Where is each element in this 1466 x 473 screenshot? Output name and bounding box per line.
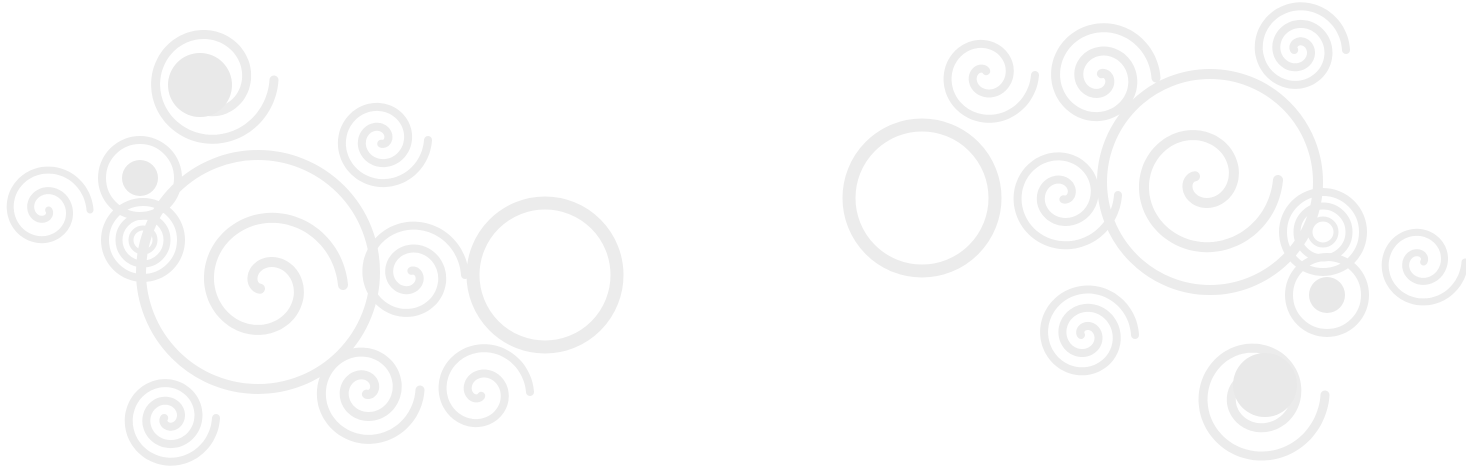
spiral bbox=[337, 102, 432, 188]
swirl-ring bbox=[1285, 253, 1369, 337]
spiral bbox=[316, 347, 425, 444]
swirl-dot bbox=[122, 160, 158, 196]
spiral bbox=[362, 221, 469, 317]
spiral bbox=[1139, 130, 1283, 253]
spiral bbox=[438, 344, 534, 428]
swirl-dot bbox=[1233, 353, 1297, 417]
spiral bbox=[1254, 2, 1350, 89]
plain-ring bbox=[466, 196, 624, 354]
spiral bbox=[204, 212, 348, 335]
large-swirl-ring bbox=[1097, 69, 1323, 295]
right-swirl-cluster bbox=[842, 2, 1466, 461]
large-swirl-ring bbox=[136, 150, 380, 394]
spiral bbox=[1040, 285, 1139, 376]
plain-ring bbox=[842, 118, 1002, 278]
spiral bbox=[6, 166, 94, 244]
left-swirl-cluster bbox=[6, 30, 624, 466]
spiral bbox=[943, 39, 1039, 123]
spiral bbox=[124, 379, 220, 466]
spiral bbox=[1381, 228, 1466, 306]
spiral bbox=[1051, 23, 1161, 122]
swirl-dot bbox=[1309, 277, 1345, 313]
swirl-ring bbox=[1279, 188, 1367, 276]
spiral bbox=[1013, 152, 1122, 250]
swirl-ring bbox=[1307, 216, 1339, 248]
swirl-dot bbox=[168, 53, 232, 117]
